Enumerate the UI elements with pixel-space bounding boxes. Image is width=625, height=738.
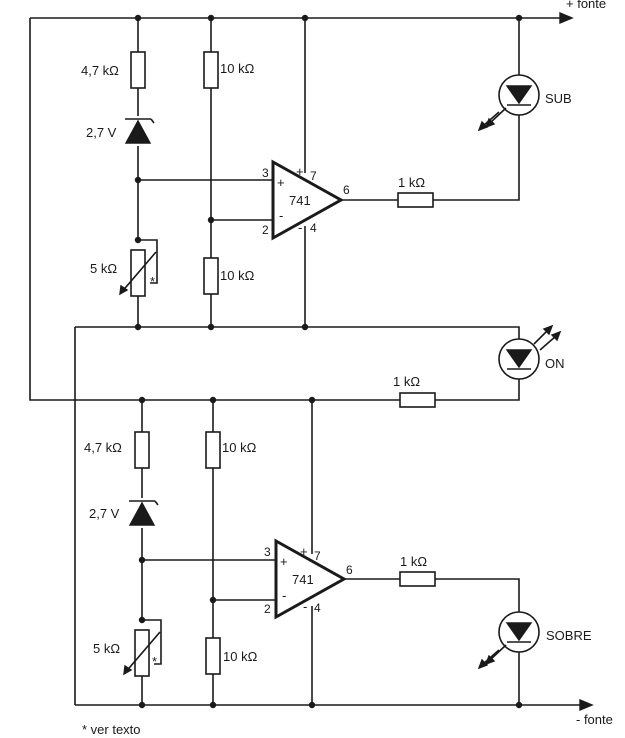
top-output-resistor: [397, 192, 434, 208]
bottom-opamp-minus-sign: -: [282, 588, 286, 603]
top-opamp-label: 741: [289, 193, 311, 208]
top-resistor-4k7-label: 4,7 kΩ: [81, 63, 119, 78]
bottom-potentiometer: [123, 629, 161, 677]
bottom-opamp-pin-2: 2: [264, 602, 271, 616]
on-led-label: ON: [545, 356, 565, 371]
top-opamp-vminus-sign: -: [298, 220, 302, 235]
bottom-resistor-4k7: [134, 431, 150, 469]
top-divider-resistor-lower: [203, 257, 219, 295]
sub-led-icon: [477, 74, 540, 132]
bottom-opamp-pin-7: 7: [314, 549, 321, 563]
bottom-output-resistor-label: 1 kΩ: [400, 554, 427, 569]
top-opamp-pin-7: 7: [310, 169, 317, 183]
top-opamp-plus-sign: +: [277, 175, 285, 190]
bottom-opamp-vplus-sign: +: [300, 544, 308, 559]
bottom-zener-diode-icon: [128, 500, 159, 526]
junction-dots: [134, 14, 523, 709]
bottom-opamp-pin-4: 4: [314, 601, 321, 615]
top-potentiometer: [119, 249, 157, 297]
bottom-opamp-vminus-sign: -: [303, 599, 307, 614]
bottom-output-resistor: [399, 571, 436, 587]
sub-led-label: SUB: [545, 91, 572, 106]
top-divider-resistor-upper-label: 10 kΩ: [220, 61, 255, 76]
bottom-resistor-4k7-label: 4,7 kΩ: [84, 440, 122, 455]
bottom-opamp-pin-3: 3: [264, 545, 271, 559]
top-resistor-4k7: [130, 51, 146, 89]
on-led-icon: [498, 324, 562, 380]
on-led-resistor-label: 1 kΩ: [393, 374, 420, 389]
sobre-led-label: SOBRE: [546, 628, 592, 643]
top-potentiometer-label: 5 kΩ: [90, 261, 117, 276]
top-opamp-minus-sign: -: [279, 208, 283, 223]
top-opamp-pin-6: 6: [343, 183, 350, 197]
top-zener-label: 2,7 V: [86, 125, 117, 140]
bottom-opamp-pin-6: 6: [346, 563, 353, 577]
top-opamp-pin-2: 2: [262, 223, 269, 237]
top-potentiometer-note: *: [150, 274, 155, 289]
bottom-potentiometer-label: 5 kΩ: [93, 641, 120, 656]
positive-rail-label: + fonte: [566, 0, 606, 11]
bottom-potentiometer-note: *: [152, 654, 157, 669]
top-opamp-vplus-sign: +: [296, 164, 304, 179]
top-opamp-pin-3: 3: [262, 166, 269, 180]
bottom-opamp: [274, 538, 348, 620]
top-opamp: [271, 159, 345, 241]
top-divider-resistor-upper: [203, 51, 219, 89]
footnote: * ver texto: [82, 722, 141, 737]
bottom-divider-resistor-upper: [205, 431, 221, 469]
bottom-divider-resistor-lower: [205, 637, 221, 675]
negative-rail-arrow-icon: [579, 698, 594, 712]
top-divider-resistor-lower-label: 10 kΩ: [220, 268, 255, 283]
bottom-divider-resistor-lower-label: 10 kΩ: [223, 649, 258, 664]
negative-rail-label: - fonte: [576, 712, 613, 727]
bottom-zener-label: 2,7 V: [89, 506, 120, 521]
wires: [29, 17, 580, 706]
top-output-resistor-label: 1 kΩ: [398, 175, 425, 190]
bottom-opamp-label: 741: [292, 572, 314, 587]
top-opamp-pin-4: 4: [310, 221, 317, 235]
bottom-divider-resistor-upper-label: 10 kΩ: [222, 440, 257, 455]
top-zener-diode-icon: [124, 118, 155, 144]
on-led-resistor: [399, 392, 436, 408]
bottom-opamp-plus-sign: +: [280, 554, 288, 569]
sobre-led-icon: [477, 611, 540, 670]
positive-rail-arrow-icon: [559, 11, 574, 25]
